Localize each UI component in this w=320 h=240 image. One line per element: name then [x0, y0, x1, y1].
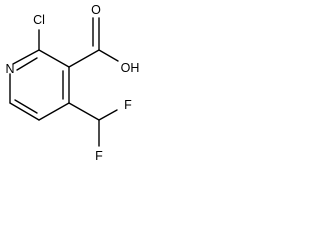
bond-c4-c5	[38, 102, 70, 121]
atom-label-fluorine-bottom: F	[95, 149, 103, 163]
atom-label-chlorine: Cl	[33, 13, 45, 27]
bond-c3-carboxyl	[68, 49, 100, 68]
bond-n1-c2	[12, 49, 40, 65]
atom-label-hydroxyl: OH	[121, 61, 140, 75]
atom-label-nitrogen: N	[5, 62, 14, 76]
bond-c5-c6-inner	[14, 99, 38, 114]
atom-label-carbonyl-oxygen: O	[91, 3, 101, 17]
bond-c5-c6	[9, 102, 40, 121]
pyridine-ring	[9, 49, 70, 121]
atom-label-fluorine-top: F	[124, 98, 132, 112]
chemical-structure-diagram: N Cl O OH F F	[5, 3, 140, 163]
bond-c2-c3	[38, 49, 70, 68]
substituent-bonds	[38, 17, 119, 147]
bond-chf2-f-top	[98, 109, 118, 121]
bond-c4-chf2	[68, 102, 100, 121]
bond-carboxyl-oh	[98, 49, 119, 62]
bond-n1-c2-inner	[16, 57, 38, 71]
